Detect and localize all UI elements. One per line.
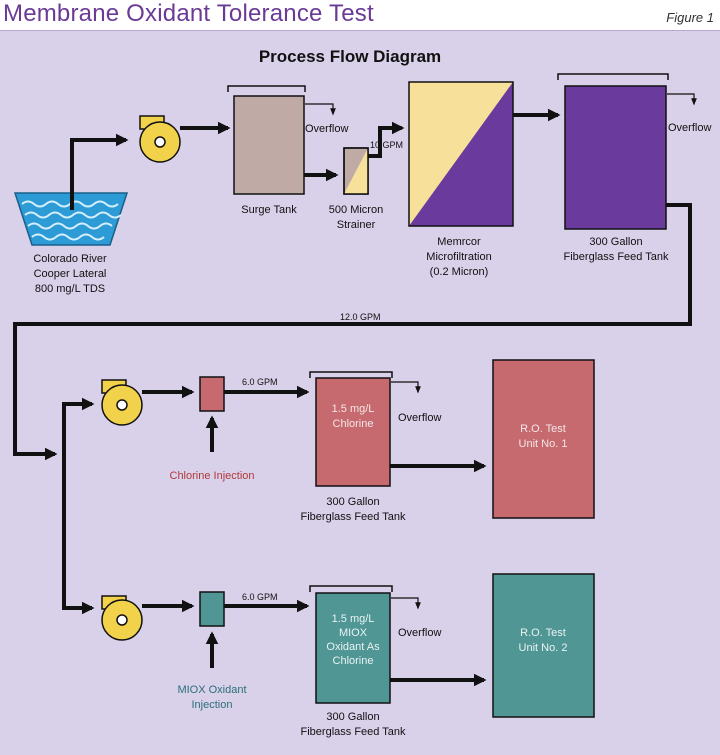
chlorine-injection-label: Chlorine Injection	[170, 470, 255, 482]
pipe-return-12gpm	[13, 203, 692, 461]
ro2-label-line1: R.O. Test	[520, 627, 566, 639]
miox-injector	[199, 591, 225, 627]
miox-tank-text-line3: Oxidant As	[326, 641, 380, 653]
surge-overflow-label: Overflow	[305, 123, 348, 135]
strainer-label-line2: Strainer	[337, 219, 376, 231]
pipe-basin-to-pump	[70, 133, 129, 210]
feedtank-top-label-line2: Fiberglass Feed Tank	[564, 251, 669, 263]
miox-tank-text-line2: MIOX	[339, 627, 368, 639]
surge-tank-label: Surge Tank	[241, 204, 297, 216]
ro-test-unit-1	[492, 359, 595, 519]
source-label-line1: Colorado River	[33, 253, 107, 265]
cl-feedtank-label-line2: Fiberglass Feed Tank	[301, 511, 406, 523]
feedtank-top-weir	[557, 73, 669, 80]
miox-tank-text-line1: 1.5 mg/L	[332, 613, 375, 625]
cl-tank-overflow-label: Overflow	[398, 412, 441, 424]
chlorine-injector	[199, 376, 225, 412]
microfiltration-unit	[408, 81, 514, 227]
ro1-label-line2: Unit No. 1	[519, 438, 568, 450]
figure-label: Figure 1	[666, 10, 714, 25]
miox-injection-label-line1: MIOX Oxidant	[177, 684, 246, 696]
miox-tank-overflow-label: Overflow	[398, 627, 441, 639]
cl-feedtank-label-line1: 300 Gallon	[326, 496, 379, 508]
source-label-line2: Cooper Lateral	[34, 268, 107, 280]
strainer	[343, 147, 369, 195]
pump-2-icon	[101, 379, 143, 426]
flow-6a-label: 6.0 GPM	[242, 377, 278, 387]
cl-tank-text-line1: 1.5 mg/L	[332, 403, 375, 415]
flow-6b-label: 6.0 GPM	[242, 592, 278, 602]
feed-tank-top	[564, 85, 667, 230]
mf-label-line1: Memrcor	[437, 236, 481, 248]
pipe-strainer-to-mf	[368, 121, 405, 158]
pipe-split-to-pump2	[62, 397, 95, 610]
miox-tank-weir	[309, 585, 393, 592]
source-label-line3: 800 mg/L TDS	[35, 283, 105, 295]
surge-tank	[233, 95, 305, 195]
water-basin	[13, 192, 129, 246]
cl-tank-text-line2: Chlorine	[333, 418, 374, 430]
miox-tank-overflow-line	[391, 597, 421, 610]
figure-title: Membrane Oxidant Tolerance Test	[3, 0, 374, 27]
surge-overflow-line	[305, 103, 336, 116]
pump-3-icon	[101, 595, 143, 641]
miox-feedtank-label-line2: Fiberglass Feed Tank	[301, 726, 406, 738]
surge-overflow-weir	[227, 85, 306, 92]
flow-10-label: 10 GPM	[370, 140, 403, 150]
mf-label-line2: Microfiltration	[426, 251, 491, 263]
miox-feedtank-label-line1: 300 Gallon	[326, 711, 379, 723]
strainer-label-line1: 500 Micron	[329, 204, 383, 216]
ro2-label-line2: Unit No. 2	[519, 642, 568, 654]
feedtank-top-label-line1: 300 Gallon	[589, 236, 642, 248]
header: Membrane Oxidant Tolerance Test Figure 1	[0, 0, 720, 30]
miox-tank-text-line4: Chlorine	[333, 655, 374, 667]
ro-test-unit-2	[492, 573, 595, 718]
miox-injection-label-line2: Injection	[192, 699, 233, 711]
ro1-label-line1: R.O. Test	[520, 423, 566, 435]
miox-feed-tank	[315, 592, 391, 704]
chlorine-feed-tank	[315, 377, 391, 487]
flow-12-label: 12.0 GPM	[340, 312, 381, 322]
mf-label-line3: (0.2 Micron)	[430, 266, 489, 278]
cl-tank-weir	[309, 371, 393, 378]
feedtank-top-overflow-label: Overflow	[668, 122, 711, 134]
cl-tank-overflow-line	[391, 381, 421, 394]
diagram-title: Process Flow Diagram	[259, 47, 441, 66]
pump-1-icon	[139, 115, 181, 163]
feedtank-top-overflow-line	[667, 93, 697, 106]
